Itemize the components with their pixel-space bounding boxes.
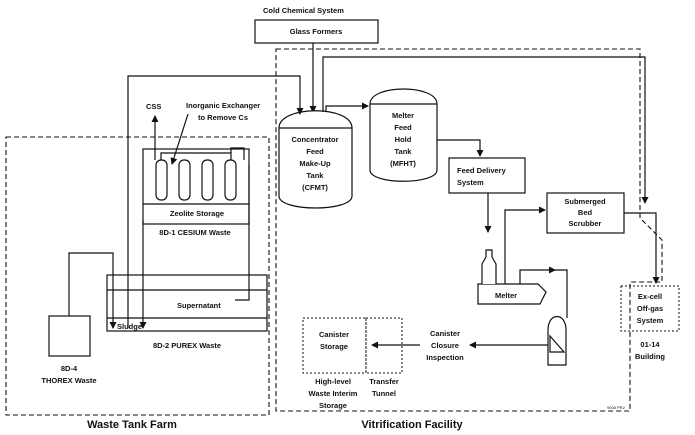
zeolite-storage-label: Zeolite Storage [170,209,224,218]
waste-tank-farm-boundary [5,136,270,416]
svg-text:Storage: Storage [319,401,347,410]
inorganic-exchanger-label-2: to Remove Cs [198,113,248,122]
mfht-tank [369,88,438,182]
mfht-to-feed-delivery-line [437,139,484,157]
tank-farm-to-cfmt-line [127,75,304,328]
inorganic-exchanger-label-1: Inorganic Exchanger [186,101,260,110]
svg-text:Tank: Tank [395,147,413,156]
svg-text:Scrubber: Scrubber [569,219,602,228]
canister-interior [549,334,566,353]
svg-text:Submerged: Submerged [564,197,606,206]
canister-storage-label: Canister Storage [319,330,349,351]
waste-tank-farm-title: Waste Tank Farm [87,419,177,431]
glass-formers-box [254,19,379,44]
tank-8d4-label-1: 8D-4 [61,364,78,373]
svg-text:Transfer: Transfer [369,377,399,386]
svg-text:Make-Up: Make-Up [299,159,331,168]
glass-formers-label: Glass Formers [290,27,343,36]
svg-text:Off-gas: Off-gas [637,304,663,313]
ion-exchange-column [155,159,168,201]
css-label: CSS [146,102,161,111]
mfht-label: Melter Feed Hold Tank (MFHT) [390,111,416,168]
sbs-box [546,192,625,234]
offgas-label: Ex-cell Off-gas System [637,292,664,325]
melter-to-canister-line [519,266,556,284]
vitrification-facility-title: Vitrification Facility [361,419,463,431]
melter-feed-nozzle [481,249,497,284]
svg-text:Waste Interim: Waste Interim [309,389,358,398]
cold-chemical-system-label: Cold Chemical System [263,6,344,15]
tank-8d4-box [48,315,91,357]
svg-text:Ex-cell: Ex-cell [638,292,662,301]
feed-delivery-label-1: Feed Delivery [457,166,507,175]
svg-text:Tank: Tank [307,171,325,180]
sludge-label: Sludge [117,322,142,331]
offgas-box [620,285,680,332]
svg-text:Melter: Melter [392,111,414,120]
transfer-tunnel-box [365,317,403,374]
tank-8d1-label: 8D-1 CESIUM Waste [159,228,230,237]
ion-exchange-column [201,159,214,201]
cfmt-to-mfht-line [325,102,369,112]
svg-text:Building: Building [635,352,665,361]
transfer-tunnel-label: Transfer Tunnel [369,377,399,398]
cfmt-label: Concentrator Feed Make-Up Tank (CFMT) [291,135,338,192]
svg-text:Hold: Hold [395,135,412,144]
svg-text:High-level: High-level [315,377,351,386]
svg-text:Closure: Closure [431,341,459,350]
feed-delivery-label-2: System [457,178,484,187]
cfmt-offgas-line [322,56,649,204]
feed-delivery-box [448,157,526,194]
svg-text:System: System [637,316,664,325]
hlw-interim-label: High-level Waste Interim Storage [309,377,358,410]
svg-text:Canister: Canister [430,329,460,338]
ion-exchange-column [178,159,191,201]
canister-closure-label: Canister Closure Inspection [426,329,464,362]
sbs-to-offgas-line [624,212,660,284]
building-label: 01-14 Building [635,340,665,361]
figure-code: 9008 PR2 [607,405,626,410]
tank-8d2-label: 8D-2 PUREX Waste [153,341,221,350]
canister-storage-box [302,317,367,374]
svg-text:Bed: Bed [578,208,593,217]
canister-feed-line [555,269,568,318]
svg-text:(CFMT): (CFMT) [302,183,328,192]
svg-text:(MFHT): (MFHT) [390,159,416,168]
melter-shape [477,283,547,305]
tank-8d2-box [106,274,268,332]
canister [547,315,567,366]
column-return-line [230,147,245,160]
svg-text:01-14: 01-14 [640,340,660,349]
melter-to-sbs-line [504,206,546,284]
svg-text:Tunnel: Tunnel [372,389,396,398]
melter-label: Melter [495,291,517,300]
tank-8d4-label-2: THOREX Waste [41,376,96,385]
column-header-line [160,152,232,160]
svg-text:Feed: Feed [306,147,324,156]
vitrification-facility-boundary [275,48,663,412]
ion-exchange-columns [155,159,237,201]
tank-8d4-to-8d2-line [68,252,117,329]
svg-text:Canister: Canister [319,330,349,339]
svg-text:Storage: Storage [320,342,348,351]
tank-8d1-to-8d2-line [235,165,250,301]
sbs-label: Submerged Bed Scrubber [564,197,606,228]
supernatant-label: Supernatant [177,301,221,310]
svg-text:Inspection: Inspection [426,353,464,362]
svg-text:Concentrator: Concentrator [291,135,338,144]
svg-text:Feed: Feed [394,123,412,132]
ion-exchange-column [224,159,237,201]
inorganic-exchanger-arrow [170,113,189,165]
